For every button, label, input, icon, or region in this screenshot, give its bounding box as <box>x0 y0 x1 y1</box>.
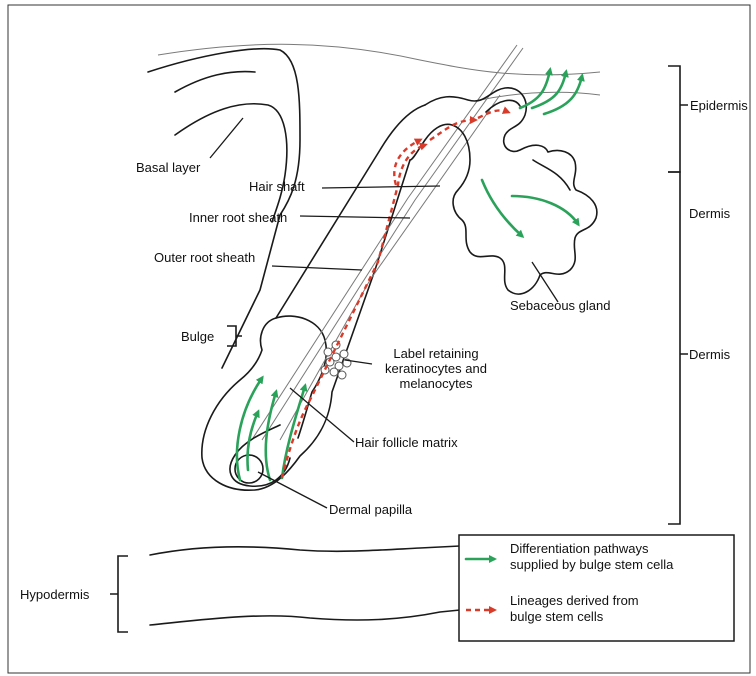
sebaceous-gland <box>410 88 597 294</box>
differentiation-arrows <box>237 70 582 480</box>
legend-green-line-1: Differentiation pathways <box>510 541 649 556</box>
legend-green-line-2: supplied by bulge stem cella <box>510 557 674 572</box>
label-sebaceous-gland: Sebaceous gland <box>510 298 610 313</box>
label-epidermis: Epidermis <box>690 98 748 113</box>
label-dermis-top: Dermis <box>689 206 731 221</box>
hypodermis-bracket <box>110 556 128 632</box>
label-basal-layer: Basal layer <box>136 160 201 175</box>
label-retaining-line-1: Label retaining <box>393 346 478 361</box>
epidermis-surface <box>148 44 600 368</box>
epidermis-bracket <box>668 66 688 172</box>
labels: Basal layer Hair shaft Inner root sheath… <box>20 98 748 602</box>
legend-red-line-1: Lineages derived from <box>510 593 639 608</box>
hypodermis-lines <box>150 546 460 625</box>
label-retaining-line-3: melanocytes <box>400 376 473 391</box>
label-dermis-mid: Dermis <box>689 347 731 362</box>
label-dermal-papilla: Dermal papilla <box>329 502 413 517</box>
dermis-bracket <box>668 172 688 524</box>
hair-follicle <box>202 45 523 490</box>
lineage-arrows <box>282 110 508 478</box>
legend-red-line-2: bulge stem cells <box>510 609 604 624</box>
label-outer-root-sheath: Outer root sheath <box>154 250 255 265</box>
label-hair-follicle-matrix: Hair follicle matrix <box>355 435 458 450</box>
label-hypodermis: Hypodermis <box>20 587 90 602</box>
label-retaining-line-2: keratinocytes and <box>385 361 487 376</box>
label-inner-root-sheath: Inner root sheath <box>189 210 287 225</box>
label-bulge: Bulge <box>181 329 214 344</box>
legend: Differentiation pathways supplied by bul… <box>459 535 734 641</box>
label-hair-shaft: Hair shaft <box>249 179 305 194</box>
